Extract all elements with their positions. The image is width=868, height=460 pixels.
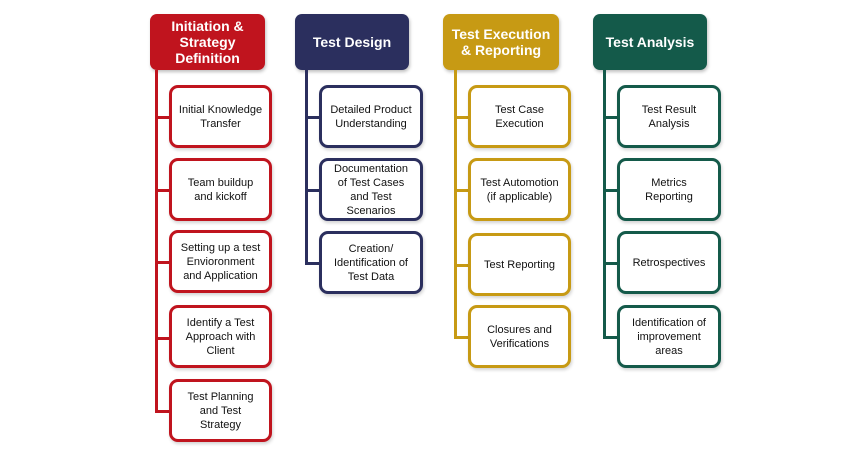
connector-branch xyxy=(603,262,617,265)
connector-branch xyxy=(155,261,169,264)
step-creation-test-data: Creation/ Identification of Test Data xyxy=(319,231,423,294)
connector-branch xyxy=(155,116,169,119)
connector-branch xyxy=(454,116,468,119)
connector-branch xyxy=(155,410,169,413)
connector-branch xyxy=(305,189,319,192)
connector-branch xyxy=(305,116,319,119)
header-execution: Test Execution & Reporting xyxy=(443,14,559,70)
connector-line xyxy=(603,70,606,339)
connector-branch xyxy=(603,336,617,339)
connector-line xyxy=(454,70,457,339)
step-test-automation: Test Automotion (if applicable) xyxy=(468,158,571,221)
step-test-planning-strategy: Test Planning and Test Strategy xyxy=(169,379,272,442)
step-test-case-execution: Test Case Execution xyxy=(468,85,571,148)
connector-branch xyxy=(305,262,319,265)
connector-branch xyxy=(454,264,468,267)
step-detailed-product-understanding: Detailed Product Understanding xyxy=(319,85,423,148)
step-improvement-areas: Identification of improvement areas xyxy=(617,305,721,368)
header-analysis: Test Analysis xyxy=(593,14,707,70)
step-metrics-reporting: Metrics Reporting xyxy=(617,158,721,221)
connector-branch xyxy=(155,337,169,340)
step-documentation-test-cases: Documentation of Test Cases and Test Sce… xyxy=(319,158,423,221)
connector-branch xyxy=(454,189,468,192)
step-test-result-analysis: Test Result Analysis xyxy=(617,85,721,148)
connector-branch xyxy=(603,189,617,192)
connector-line xyxy=(305,70,308,265)
header-design: Test Design xyxy=(295,14,409,70)
connector-line xyxy=(155,70,158,412)
step-initial-knowledge-transfer: Initial Knowledge Transfer xyxy=(169,85,272,148)
step-closures-verifications: Closures and Verifications xyxy=(468,305,571,368)
step-team-buildup: Team buildup and kickoff xyxy=(169,158,272,221)
step-identify-test-approach: Identify a Test Approach with Client xyxy=(169,305,272,368)
connector-branch xyxy=(155,189,169,192)
step-retrospectives: Retrospectives xyxy=(617,231,721,294)
step-test-reporting: Test Reporting xyxy=(468,233,571,296)
connector-branch xyxy=(454,336,468,339)
header-initiation: Initiation & Strategy Definition xyxy=(150,14,265,70)
connector-branch xyxy=(603,116,617,119)
step-setting-up-environment: Setting up a test Envioronment and Appli… xyxy=(169,230,272,293)
